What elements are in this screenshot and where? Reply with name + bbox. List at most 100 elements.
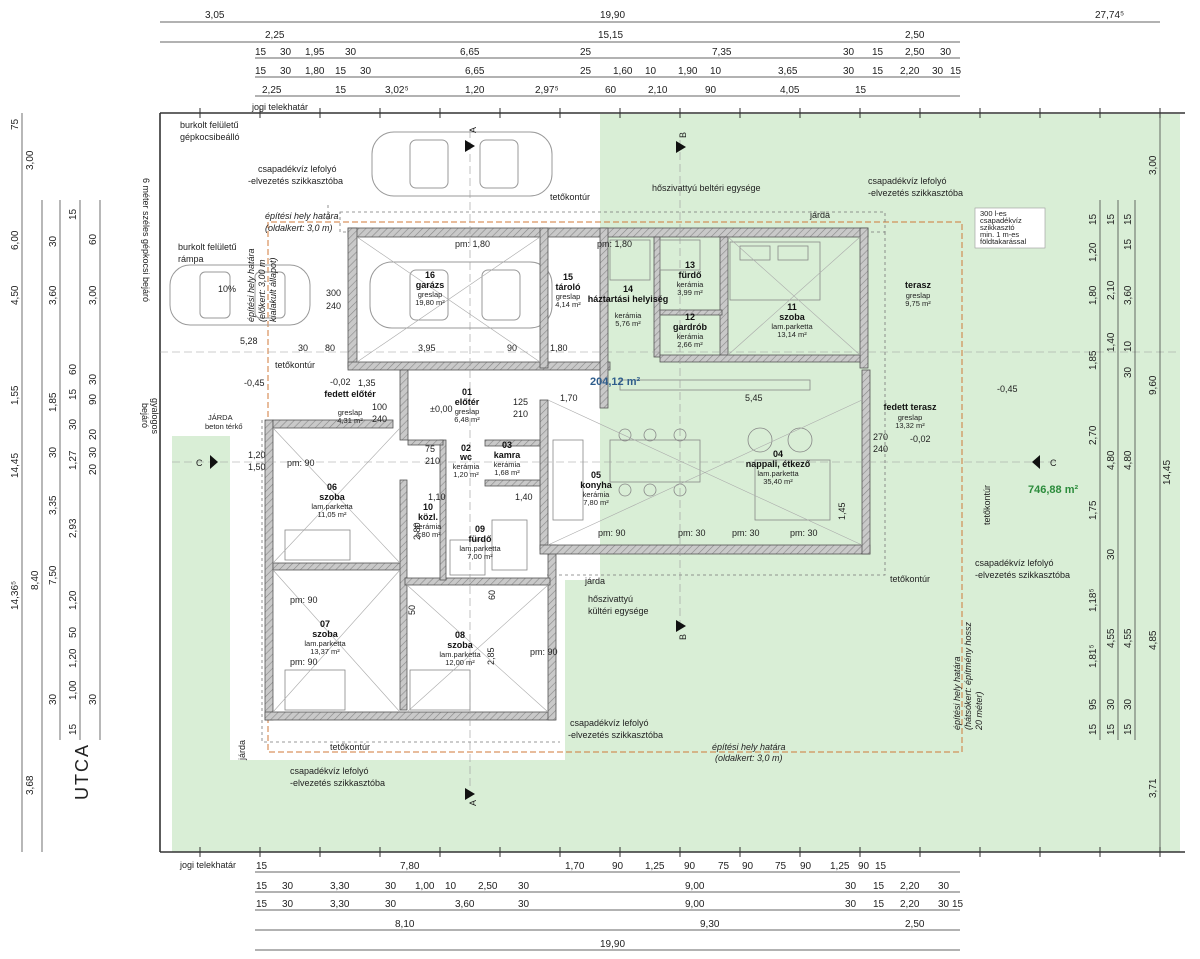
svg-text:kerámia: kerámia <box>583 490 611 499</box>
svg-text:háztartási helyiség: háztartási helyiség <box>588 294 669 304</box>
note-szikkaszto-5: földtakarással <box>980 237 1027 246</box>
dim-top-r4-11: 10 <box>710 66 722 77</box>
dim-top-r5-8: 90 <box>705 85 717 96</box>
svg-text:1,20 m²: 1,20 m² <box>453 470 479 479</box>
svg-text:13,37 m²: 13,37 m² <box>310 647 340 656</box>
dim-top-r3-5: 6,65 <box>460 47 480 58</box>
walls <box>264 227 871 721</box>
w100: 100 <box>372 402 387 412</box>
dim-bot-r1-4: 90 <box>612 861 624 872</box>
dim-left-c4-10: 1,00 <box>68 680 79 700</box>
svg-text:greslap: greslap <box>338 408 363 417</box>
note-jarda-1: járda <box>809 210 830 220</box>
opening-labels: pm: 1,80 pm: 1,80 pm: 90 pm: 30 pm: 30 p… <box>240 239 888 667</box>
opening-4: pm: 90 <box>287 458 315 468</box>
dim-top-r4-14: 15 <box>872 66 884 77</box>
dim-left-c4-6: 2,93 <box>68 518 79 538</box>
note-csapadek-2a: csapadékvíz lefolyó <box>868 176 947 186</box>
svg-text:12: 12 <box>685 312 695 322</box>
opening-2: pm: 1,80 <box>597 239 632 249</box>
dim-right-c2-3: 1,40 <box>1106 332 1117 352</box>
svg-text:13: 13 <box>685 260 695 270</box>
grid-lines <box>160 130 1180 790</box>
dim-bot-r2-5: 1,00 <box>415 881 435 892</box>
opening-10: pm: 90 <box>530 647 558 657</box>
note-csapadek-2b: -elvezetés szikkasztóba <box>868 188 963 198</box>
section-label-a-top: A <box>468 127 478 133</box>
opening-8: pm: 90 <box>290 595 318 605</box>
svg-text:greslap: greslap <box>906 291 931 300</box>
w140: 1,40 <box>515 492 533 502</box>
dim-bot-r3-11: 30 <box>938 899 950 910</box>
notes: jogi telekhatár jogi telekhatár burkolt … <box>140 102 1070 870</box>
svg-text:6,48 m²: 6,48 m² <box>454 415 480 424</box>
dim-bot-r2-3: 3,30 <box>330 881 350 892</box>
dim-left-c4-9: 1,20 <box>68 648 79 668</box>
dim-bot-r3-8: 30 <box>845 899 857 910</box>
dim-bot-r2-11: 15 <box>873 881 885 892</box>
w180: 1,80 <box>550 343 568 353</box>
note-jarda-beton-1: JÁRDA <box>208 413 233 422</box>
svg-text:7,80 m²: 7,80 m² <box>583 498 609 507</box>
svg-text:kerámia: kerámia <box>677 280 705 289</box>
w270: 270 <box>873 432 888 442</box>
w170: 1,70 <box>560 393 578 403</box>
w210b: 210 <box>425 456 440 466</box>
dims-left <box>21 113 101 852</box>
dim-right-c1-5: 2,70 <box>1088 425 1099 445</box>
dim-top-r3-10: 2,50 <box>905 47 925 58</box>
svg-text:wc: wc <box>459 452 472 462</box>
note-csapadek-4a: csapadékvíz lefolyó <box>570 718 649 728</box>
dim-right-c2-4: 4,80 <box>1106 450 1117 470</box>
dim-top-r3-7: 7,35 <box>712 47 732 58</box>
dim-left-c1-1: 75 <box>10 118 21 130</box>
dim-right-c3-7: 4,55 <box>1123 628 1134 648</box>
note-hoszivattyu-kul-2: kültéri egysége <box>588 606 649 616</box>
dim-right-c2-7: 30 <box>1106 698 1117 710</box>
note-csapadek-5b: -elvezetés szikkasztóba <box>290 778 385 788</box>
svg-text:konyha: konyha <box>580 480 613 490</box>
dim-bot-r4-1: 8,10 <box>395 919 415 930</box>
section-label-c-right: C <box>1050 458 1057 468</box>
dim-top-r4-10: 1,90 <box>678 66 698 77</box>
svg-text:01: 01 <box>462 387 472 397</box>
svg-text:kerámia: kerámia <box>494 460 522 469</box>
svg-text:tároló: tároló <box>555 282 581 292</box>
dim-left-c1-8: 3,68 <box>25 775 36 795</box>
note-hoszivattyu-kul-1: hőszivattyú <box>588 594 633 604</box>
svg-text:lam.parketta: lam.parketta <box>459 544 501 553</box>
dim-top-4: 2,25 <box>265 30 285 41</box>
w150: 1,50 <box>248 462 266 472</box>
dims-left-text: 75 3,00 6,00 4,50 1,55 14,45 8,40 3,68 1… <box>10 118 99 795</box>
dim-left-c1-4: 4,50 <box>10 285 21 305</box>
dim-top-r3-6: 25 <box>580 47 592 58</box>
section-label-a-bottom: A <box>468 800 478 806</box>
svg-text:13,32 m²: 13,32 m² <box>895 421 925 430</box>
szikkaszto-box <box>974 207 1046 249</box>
note-ramp-2: rámpa <box>178 254 204 264</box>
dim-right-c4-1: 3,00 <box>1148 155 1159 175</box>
svg-text:07: 07 <box>320 619 330 629</box>
w240b: 240 <box>372 414 387 424</box>
note-epitesi-hatso-2: (hátsókert: építmény hossz <box>963 621 973 730</box>
dim-left-c5-5: 30 <box>88 446 99 458</box>
dim-top-r4-16: 30 <box>932 66 944 77</box>
dim-top-r5-3: 3,02⁵ <box>385 85 409 96</box>
dims-top-text: 3,05 19,90 27,74⁵ 2,25 15,15 2,50 15 30 … <box>205 10 1124 96</box>
note-parking-2: gépkocsibeálló <box>180 132 240 142</box>
note-epitesi-oldal-3: építési hely határa <box>712 742 786 752</box>
dim-bot-r5-1: 19,90 <box>600 939 625 950</box>
svg-text:7,00 m²: 7,00 m² <box>467 552 493 561</box>
svg-text:kerámia: kerámia <box>415 522 443 531</box>
svg-text:garázs: garázs <box>416 280 445 290</box>
dim-top-r4-12: 3,65 <box>778 66 798 77</box>
note-ramp-slope: 10% <box>218 284 236 294</box>
w110: 1,10 <box>428 492 446 502</box>
dim-bot-r1-1: 15 <box>256 861 268 872</box>
dim-top-r5-6: 60 <box>605 85 617 96</box>
level-000: ±0,00 <box>430 404 452 414</box>
